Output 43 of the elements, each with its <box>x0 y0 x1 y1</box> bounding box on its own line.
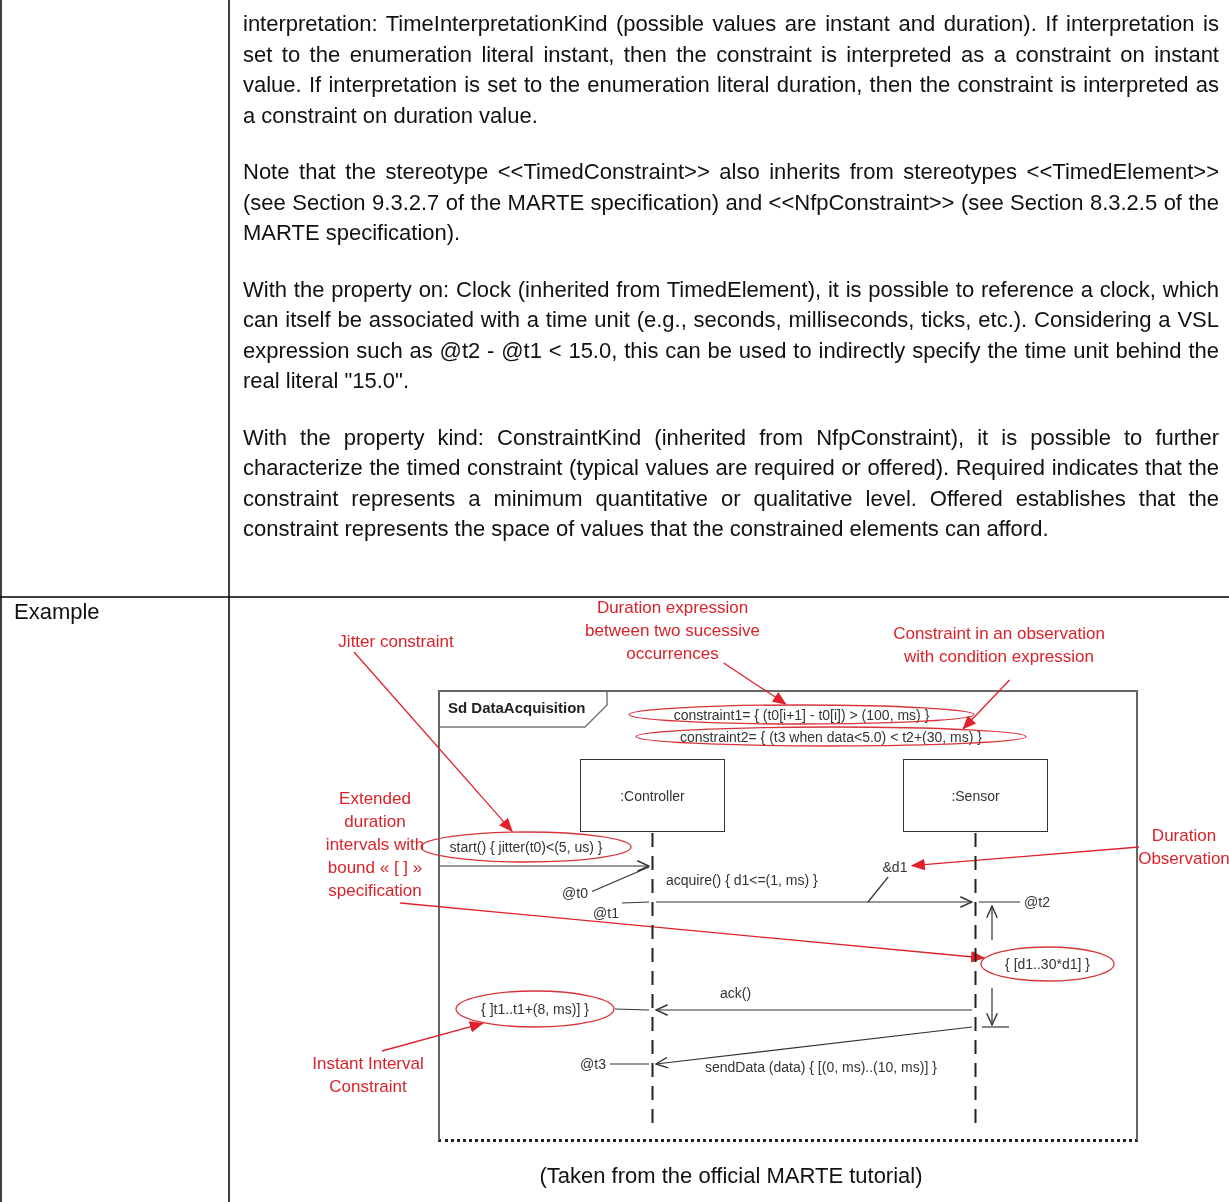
paragraph: interpretation: TimeInterpretationKind (possible values are instant and duration). If interpretation is set to the enumeration literal instant, then the constraint is interpreted as a constraint on instant value. If interpretation is set to the enumeration literal duration, then the constraint is interpreted as a constraint on duration value. <box>243 10 1219 130</box>
annotation-arrow <box>381 1021 484 1052</box>
annotation-arrow <box>962 679 1011 730</box>
message-label: ack() <box>720 985 752 1001</box>
annotation-arrow <box>723 662 787 705</box>
leader-line <box>609 1063 650 1065</box>
annotation-arrow <box>910 846 1140 871</box>
message-arrow <box>439 860 650 872</box>
message-arrow <box>655 1026 973 1069</box>
constraint-ellipse: constraint1= { (t0[i+1] - t0[i]) > (100, ms) } <box>628 704 975 725</box>
message-arrow <box>655 1004 973 1016</box>
annotation-text: Duration Observation <box>1139 824 1229 870</box>
leader-line <box>614 1008 650 1011</box>
observation-label: @t1 <box>590 903 622 922</box>
observation-label: &d1 <box>878 857 912 877</box>
image-caption: (Taken from the official MARTE tutorial) <box>538 1162 924 1190</box>
sequence-frame <box>438 690 1138 1142</box>
lifeline-head: :Sensor <box>903 759 1048 832</box>
row-header: Example <box>14 598 100 626</box>
annotation-text: Duration expression between two sucessive occurrences <box>570 597 775 663</box>
paragraph: Note that the stereotype <<TimedConstraint>> also inherits from stereotypes <<TimedElement>> (see Section 9.3.2.7 of the MARTE specification) and <<NfpConstraint>> (see Section 8.3.2.5 of the MARTE specification). <box>243 158 1219 247</box>
observation-label: @t3 <box>576 1054 610 1074</box>
lifeline-head: :Controller <box>580 759 725 832</box>
paragraph: With the property kind: ConstraintKind (inherited from NfpConstraint), it is possible to further characterize the timed constraint (typical values are required or offered). Required indicates that the constraint represents a minimum quantitative or qualitative level. Offered establishes that the constraint represents the space of values that the constrained elements can afford. <box>243 423 1219 543</box>
leader-line <box>867 876 889 903</box>
annotation-text: Instant Interval Constraint <box>298 1051 438 1099</box>
leader-line <box>978 901 1021 903</box>
observation-label: @t2 <box>1020 892 1054 912</box>
constraint-ellipse: constraint2= { (t3 when data<5.0) < t2+(30, ms) } <box>635 726 1027 747</box>
annotation-text: Constraint in an observation with condition expression <box>893 610 1105 680</box>
message-arrow <box>655 896 973 908</box>
frame-title: Sd DataAcquisition <box>448 699 586 716</box>
leader-line <box>621 901 650 904</box>
constraint-ellipse: { [d1..30*d1] } <box>980 946 1115 982</box>
annotation-arrow <box>353 651 513 832</box>
leader-line <box>591 866 650 893</box>
constraint-ellipse: { ]t1..t1+(8, ms)] } <box>455 990 615 1028</box>
observation-label: @t0 <box>558 883 592 902</box>
paragraph: With the property on: Clock (inherited from TimedElement), it is possible to reference a clock, which can itself be associated with a time unit (e.g., seconds, milliseconds, ticks, etc.). Considering a VSL expression such as @t2 - @t1 < 15.0, this can be used to indirectly specify the time unit behind the real literal "15.0". <box>243 275 1219 395</box>
message-label: acquire() { d1<=(1, ms) } <box>666 872 818 888</box>
annotation-text: Jitter constraint <box>326 630 466 652</box>
annotation-arrow <box>399 902 985 963</box>
message-label: sendData (data) { [(0, ms)..(10, ms)] } <box>705 1059 937 1075</box>
